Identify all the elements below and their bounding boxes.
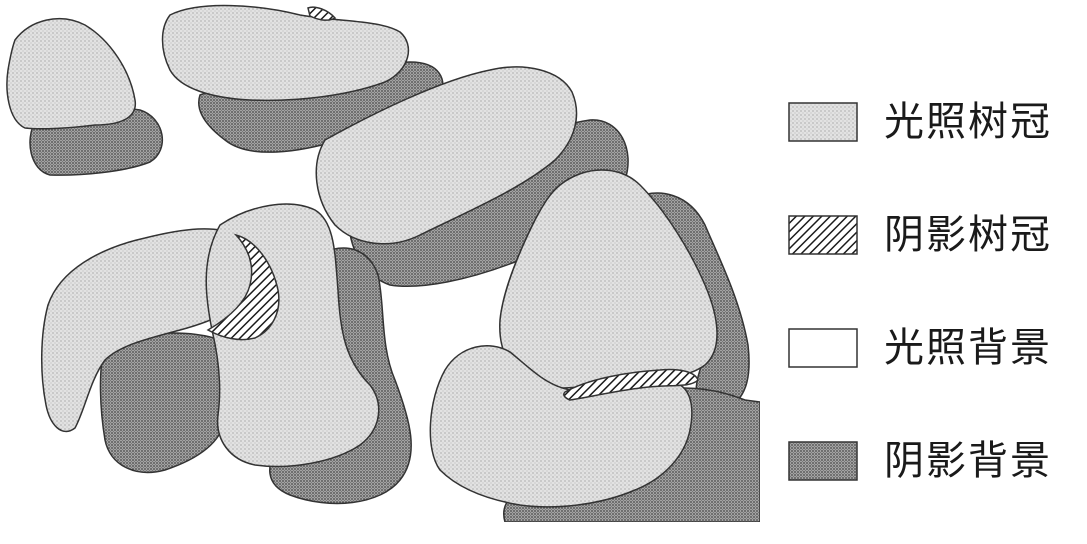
canopy-diagram bbox=[6, 4, 760, 522]
legend-label-shadow-background: 阴影背景 bbox=[884, 438, 1052, 484]
lit-crown-swatch bbox=[788, 102, 858, 142]
lit-crown-region bbox=[315, 66, 578, 245]
legend-item-lit-crown: 光照树冠 bbox=[788, 92, 1078, 205]
lit-crown-regions bbox=[6, 4, 718, 508]
lit-background-swatch bbox=[788, 328, 858, 368]
legend-item-shadow-background: 阴影背景 bbox=[788, 431, 1078, 544]
shadow-background-swatch bbox=[788, 441, 858, 481]
shadow-crown-region bbox=[563, 368, 699, 401]
legend-label-shadow-crown: 阴影树冠 bbox=[884, 212, 1052, 258]
shadow-crown-region bbox=[206, 233, 280, 341]
legend-label-lit-background: 光照背景 bbox=[884, 325, 1052, 371]
lit-crown-region bbox=[6, 17, 136, 130]
shadow-crown-regions bbox=[206, 6, 699, 401]
shadow-crown-region bbox=[307, 6, 337, 21]
lit-crown-region bbox=[40, 228, 258, 433]
lit-crown-region bbox=[429, 345, 693, 508]
shadow-crown-swatch bbox=[788, 215, 858, 255]
lit-crown-region bbox=[161, 4, 410, 102]
shadow-background-region bbox=[99, 332, 231, 474]
legend-label-lit-crown: 光照树冠 bbox=[884, 99, 1052, 145]
legend-item-shadow-crown: 阴影树冠 bbox=[788, 205, 1078, 318]
lit-crown-region bbox=[205, 203, 380, 468]
legend-item-lit-background: 光照背景 bbox=[788, 318, 1078, 431]
legend: 光照树冠 阴影树冠 光照背景 阴影背景 bbox=[788, 92, 1078, 544]
